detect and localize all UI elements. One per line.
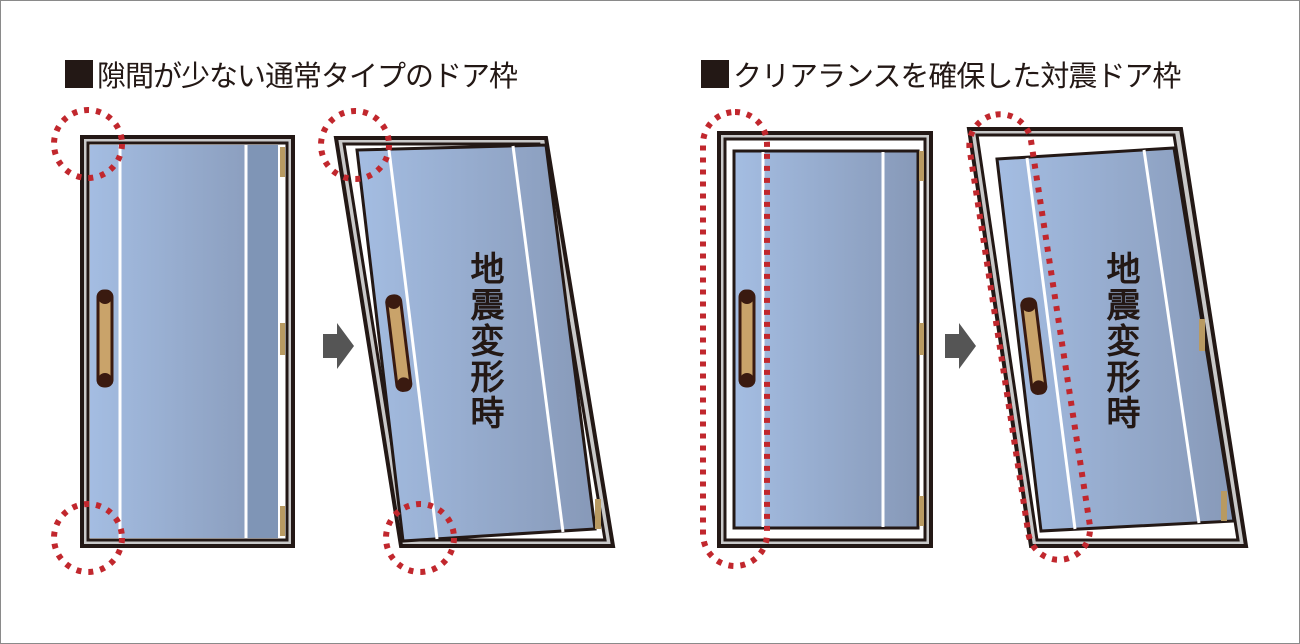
arrow-right-icon [323,323,354,369]
door-normal-frame-normal [80,135,295,548]
door-seismic-frame-deformed [966,127,1249,548]
highlight-circle [51,107,125,181]
highlight-circle [383,501,457,575]
square-bullet-icon [65,60,93,88]
right-title: クリアランスを確保した対震ドア枠 [701,53,1181,95]
left-title-text: 隙間が少ない通常タイプのドア枠 [97,59,518,93]
left-title: 隙間が少ない通常タイプのドア枠 [65,53,518,95]
door-normal-frame-deformed [333,136,616,548]
highlight-circle [318,108,392,182]
highlight-circle [51,501,125,575]
right-title-text: クリアランスを確保した対震ドア枠 [733,59,1181,93]
deformed-label-right: 地震変形時 [1100,251,1140,431]
deformed-label-left: 地震変形時 [464,251,504,431]
door-seismic-frame-normal [717,131,933,548]
square-bullet-icon [701,60,729,88]
arrow-right-icon [945,323,976,369]
highlight-clearance [700,109,770,569]
